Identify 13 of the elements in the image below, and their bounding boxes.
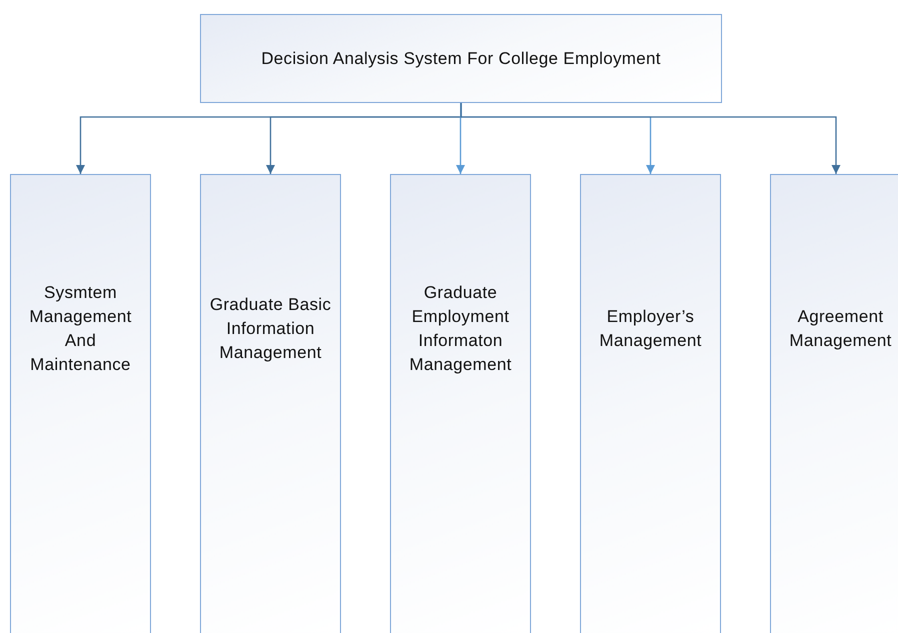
- module-box: [200, 174, 341, 633]
- title-text: Decision Analysis System For College Employment: [261, 48, 661, 70]
- module-label: Sysmtem Management And Maintenance: [28, 282, 133, 376]
- module-label: Graduate Basic Information Management: [208, 294, 332, 364]
- module-label: Graduate Employment Informaton Management: [408, 282, 513, 376]
- module-box: [10, 174, 151, 633]
- module-label: Agreement Management: [788, 306, 893, 352]
- module-box: [390, 174, 531, 633]
- module-box: [580, 174, 721, 633]
- system-box: [200, 14, 722, 103]
- module-box: [770, 174, 898, 633]
- arrow: [460, 103, 840, 174]
- module-label: Employer’s Management: [598, 306, 703, 352]
